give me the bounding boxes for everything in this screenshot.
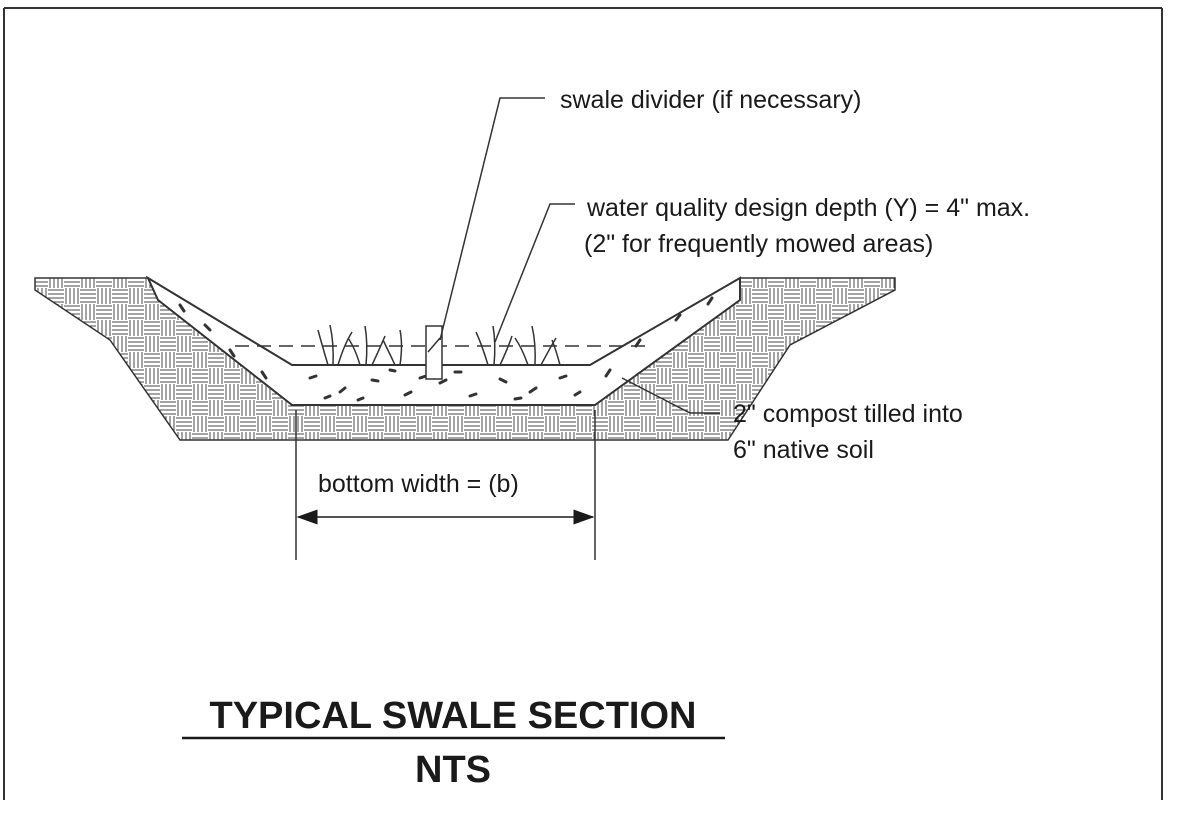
design-depth-label: water quality design depth (Y) = 4" max. — [586, 194, 1030, 222]
divider-label: swale divider (if necessary) — [560, 86, 862, 114]
swale-divider — [425, 325, 443, 380]
compost-speckles — [178, 296, 714, 402]
drawing-title: TYPICAL SWALE SECTION — [209, 695, 696, 737]
grass-tufts — [317, 324, 561, 366]
bottom-width-label: bottom width = (b) — [318, 470, 519, 498]
design-depth-note: (2" for frequently mowed areas) — [584, 230, 933, 258]
compost-label: 2" compost tilled into — [733, 400, 963, 428]
compost-layer — [145, 275, 741, 406]
native-soil-label: 6" native soil — [733, 436, 874, 464]
divider-hatch — [427, 337, 441, 353]
drawing-scale-note: NTS — [415, 749, 491, 791]
compost-leader — [621, 377, 720, 414]
divider-leader — [439, 97, 545, 341]
depth-leader — [494, 203, 575, 343]
